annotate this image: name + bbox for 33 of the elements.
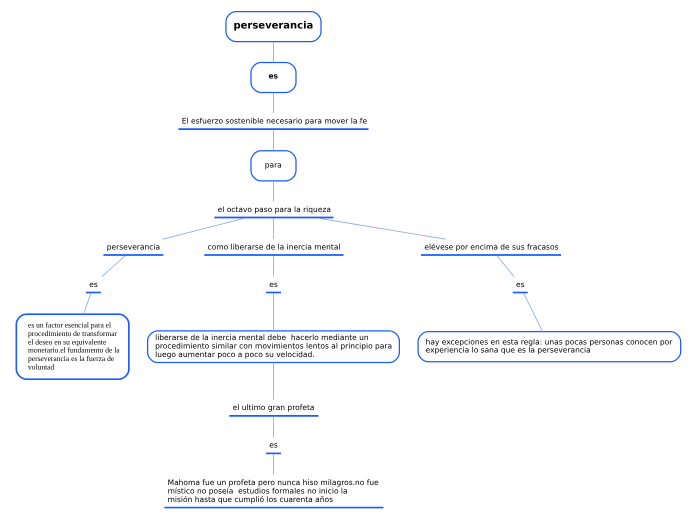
connector <box>522 293 542 332</box>
node-text: es <box>268 280 278 289</box>
node-text: es <box>516 280 524 289</box>
node-text: como liberarse de la inercia mental <box>207 242 340 252</box>
connector <box>82 293 91 315</box>
connector <box>272 293 274 332</box>
node-text: el octavo paso para la riqueza <box>217 204 330 214</box>
node-box: para <box>250 150 296 182</box>
node-text: El esfuerzo sostenible necesario para mover la fe <box>181 116 367 126</box>
node-text: perseverancia <box>106 242 160 252</box>
node-box: es <box>250 62 296 94</box>
connector <box>272 362 274 400</box>
connector <box>272 256 274 277</box>
connector <box>272 180 274 202</box>
connector <box>100 256 125 277</box>
node-text: es <box>268 440 278 450</box>
connector <box>318 218 446 240</box>
connector <box>272 41 274 63</box>
connector <box>272 130 274 151</box>
connector <box>272 92 274 114</box>
connector <box>496 256 514 277</box>
connector <box>272 218 274 240</box>
node-text: Mahoma fue un profeta pero nunca hiso milagros.no fue místico no poseía estudios formales no inicio la misión hasta que cumplió los cuarenta años <box>167 478 378 504</box>
node-box: liberarse de la inercia mental debe hacerlo mediante un procedimiento similar con movimientos lentos al principio para luego aumentar poco a poco su velocidad. <box>146 330 400 364</box>
node-box: perseverancia <box>224 10 322 42</box>
connector <box>162 218 244 240</box>
connector <box>272 416 274 438</box>
node-text: elévese por encima de sus fracasos <box>424 242 558 252</box>
node-box: es un factor esencial para el procedimiento de transformar el deseo en su equivalente monetario.el fundamento de la perseverancia es la fuerza de voluntad <box>15 313 130 380</box>
connector <box>272 454 274 476</box>
node-box: hay excepciones en esta regla: unas pocas personas conocen por experiencia lo sana que es la perseverancia <box>416 331 681 362</box>
node-text: el ultimo gran profeta <box>232 403 314 412</box>
node-text: es <box>88 280 98 289</box>
